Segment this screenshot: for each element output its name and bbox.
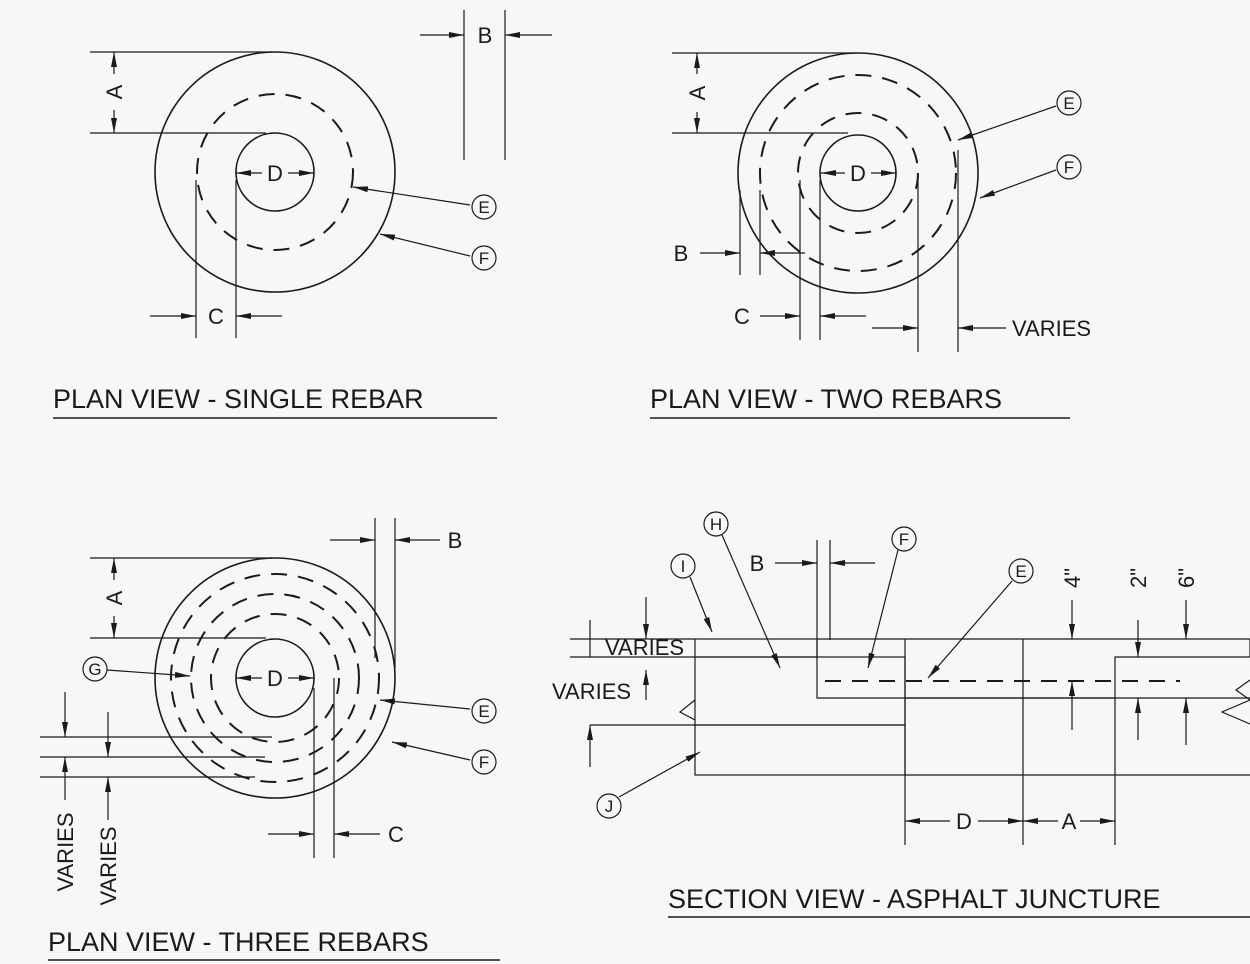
dim-varies-1-label: VARIES <box>53 812 78 891</box>
title-three-rebars: PLAN VIEW - THREE REBARS <box>48 927 429 957</box>
dim-a-label: A <box>1062 809 1077 834</box>
subgrade-layer <box>694 724 906 776</box>
callout-f-leader <box>867 549 899 669</box>
callout-e-bubble <box>1056 90 1082 116</box>
plan-view-two-rebars: A D B C VARIES E F PLAN VIEW - TWO REBAR… <box>650 52 1091 419</box>
callout-f-label: F <box>479 249 489 268</box>
dim-b-label: B <box>448 528 463 553</box>
callout-i-leader <box>689 576 713 633</box>
callout-f-label: F <box>899 530 909 549</box>
callout-f-leader <box>379 233 471 257</box>
dim-varies-2-label: VARIES <box>96 826 121 905</box>
title-section-view: SECTION VIEW - ASPHALT JUNCTURE <box>668 884 1161 914</box>
dim-4in-label: 4" <box>1060 568 1085 588</box>
plan-view-single-rebar: A B D C E F PLAN VIEW - SINGLE REBAR <box>53 10 552 419</box>
dim-a-label: A <box>685 85 710 100</box>
dim-d-label: D <box>267 161 283 186</box>
callout-e-bubble <box>1008 558 1034 584</box>
core-hole-outline <box>154 557 396 799</box>
dim-c-label: C <box>208 304 224 329</box>
callout-f-leader <box>979 169 1057 199</box>
callout-h-leader <box>721 534 781 669</box>
section-view-asphalt-juncture: B VARIES VARIES 4" 2" 6" D A H <box>552 511 1250 918</box>
dim-a-label: A <box>102 590 127 605</box>
rebar-ring-outer <box>759 74 957 272</box>
callout-h-label: H <box>710 515 722 534</box>
callout-f-leader <box>391 741 471 761</box>
callout-e-leader <box>957 105 1057 141</box>
callout-f-bubble <box>1056 154 1082 180</box>
dim-d-label: D <box>267 666 283 691</box>
title-single-rebar: PLAN VIEW - SINGLE REBAR <box>53 384 424 414</box>
callout-e-bubble <box>471 698 497 724</box>
dim-6in-label: 6" <box>1174 568 1199 588</box>
dim-b-label: B <box>674 241 689 266</box>
rebar-ring-middle <box>190 593 360 763</box>
callout-f-label: F <box>479 753 489 772</box>
concrete-slab <box>816 638 1250 699</box>
callout-e-label: E <box>1063 94 1074 113</box>
dim-varies-label: VARIES <box>1012 316 1091 341</box>
rebar-ring-outer <box>170 573 380 783</box>
dim-b-label: B <box>478 23 493 48</box>
plan-view-three-rebars: A B D C VARIES VARIES G E F <box>40 518 500 961</box>
core-hole-outline <box>154 51 396 293</box>
break-line-left <box>678 699 696 721</box>
callout-e-leader <box>352 186 471 206</box>
callout-f-bubble <box>891 526 917 552</box>
dim-c-label: C <box>388 822 404 847</box>
callout-g-bubble <box>82 656 108 682</box>
core-hole-outline <box>737 52 979 294</box>
rebar-ring <box>196 93 354 251</box>
callout-f-label: F <box>1064 158 1074 177</box>
dim-a-label: A <box>102 84 127 99</box>
callout-e-leader <box>927 580 1013 679</box>
callout-f-bubble <box>471 245 497 271</box>
rebar-ring-inner <box>210 613 340 743</box>
callout-e-label: E <box>478 702 489 721</box>
break-line-right <box>1220 679 1250 725</box>
callout-e-label: E <box>478 198 489 217</box>
dim-b-label: B <box>750 551 765 576</box>
callout-g-label: G <box>88 660 101 679</box>
asphalt-base-hatched <box>694 656 906 726</box>
dim-d-label: D <box>850 161 866 186</box>
callout-j-leader <box>618 751 701 798</box>
dim-varies-1-label: VARIES <box>605 635 684 660</box>
rebar-ring-inner <box>797 112 919 234</box>
callout-i-label: I <box>681 557 686 576</box>
callout-e-label: E <box>1015 562 1026 581</box>
dim-d-label: D <box>956 809 972 834</box>
dim-c-label: C <box>734 304 750 329</box>
callout-e-bubble <box>471 194 497 220</box>
callout-j-label: J <box>605 797 614 816</box>
dim-varies-2-label: VARIES <box>552 679 631 704</box>
dim-2in-label: 2" <box>1126 568 1151 588</box>
callout-f-bubble <box>471 749 497 775</box>
callout-e-leader <box>379 698 471 710</box>
asphalt-surface-layer <box>694 638 818 658</box>
callout-g-leader <box>106 669 191 678</box>
callout-i-bubble <box>670 553 696 579</box>
callout-h-bubble <box>703 511 729 537</box>
callout-j-bubble <box>596 793 622 819</box>
title-two-rebars: PLAN VIEW - TWO REBARS <box>650 384 1002 414</box>
